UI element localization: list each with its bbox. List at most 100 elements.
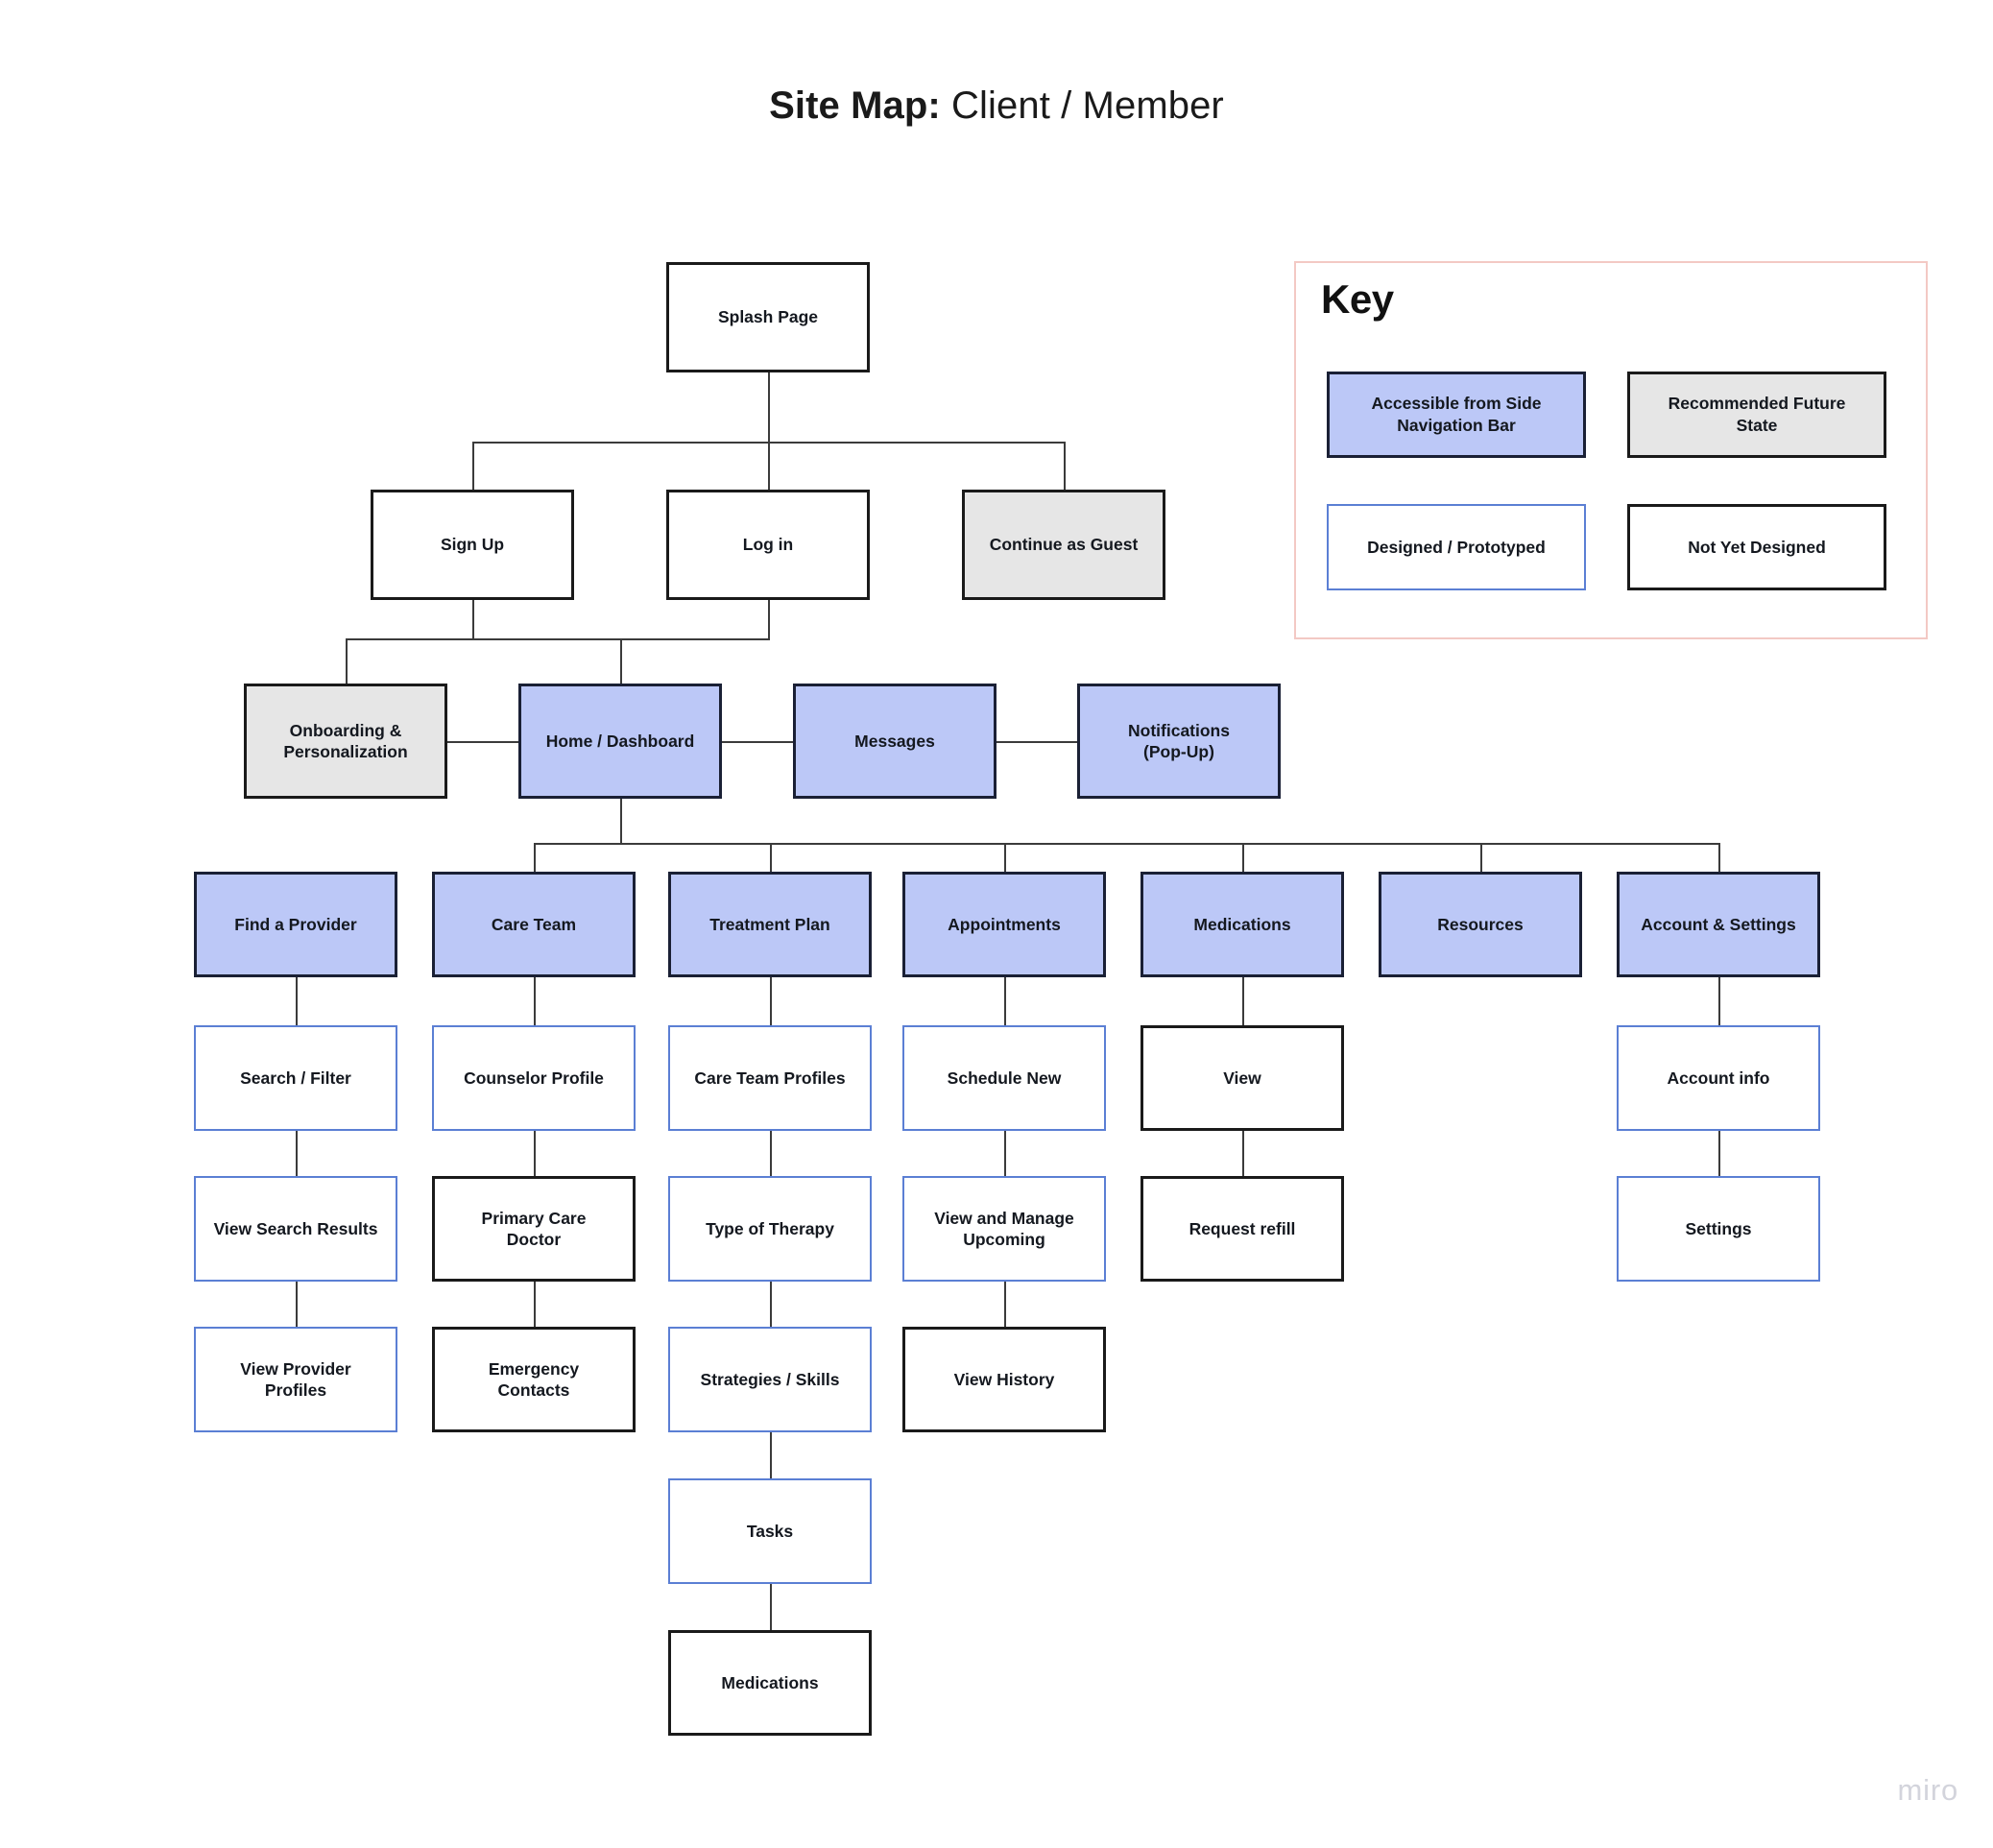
- node-resources[interactable]: Resources: [1379, 872, 1582, 977]
- node-label: Sign Up: [440, 535, 505, 555]
- connector-to-careteam: [534, 843, 536, 872]
- node-label: Type of Therapy: [706, 1218, 834, 1238]
- node-label: Tasks: [746, 1521, 794, 1541]
- connector-pcd-emergency: [534, 1282, 536, 1327]
- connector-merge-drop: [620, 638, 622, 684]
- node-label: Notifications (Pop-Up): [1128, 720, 1230, 761]
- node-label: View and Manage Upcoming: [934, 1208, 1074, 1249]
- connector-strategies-tasks: [770, 1432, 772, 1478]
- node-notifications[interactable]: Notifications (Pop-Up): [1077, 684, 1281, 799]
- connector-upcoming-history: [1004, 1282, 1006, 1327]
- node-appointments[interactable]: Appointments: [902, 872, 1106, 977]
- node-label: Treatment Plan: [709, 914, 830, 934]
- node-therapy[interactable]: Type of Therapy: [668, 1176, 872, 1282]
- connector-meds-view: [1242, 977, 1244, 1025]
- node-pcd[interactable]: Primary Care Doctor: [432, 1176, 636, 1282]
- key-swatch-label: Accessible from Side Navigation Bar: [1371, 394, 1542, 435]
- node-schedule[interactable]: Schedule New: [902, 1025, 1106, 1131]
- node-label: View History: [953, 1369, 1055, 1389]
- key-swatch-label: Designed / Prototyped: [1367, 537, 1546, 557]
- node-label: Appointments: [948, 914, 1061, 934]
- connector-nav-bus: [534, 843, 1718, 845]
- node-label: Log in: [742, 535, 794, 555]
- connector-search-results: [296, 1131, 298, 1176]
- connector-view-refill: [1242, 1131, 1244, 1176]
- key-swatch-0: Accessible from Side Navigation Bar: [1327, 372, 1586, 458]
- connector-appt-schedule: [1004, 977, 1006, 1025]
- node-label: Care Team Profiles: [694, 1068, 846, 1088]
- node-label: Onboarding & Personalization: [283, 720, 408, 761]
- node-medview[interactable]: View: [1141, 1025, 1344, 1131]
- node-settings[interactable]: Settings: [1617, 1176, 1820, 1282]
- connector-account-info: [1718, 977, 1720, 1025]
- node-strategies[interactable]: Strategies / Skills: [668, 1327, 872, 1432]
- key-heading: Key: [1321, 276, 1394, 322]
- connector-to-signup: [472, 442, 474, 490]
- node-label: View Provider Profiles: [240, 1358, 351, 1400]
- connector-to-appointments: [1004, 843, 1006, 872]
- page-title: Site Map: Client / Member: [0, 84, 1993, 128]
- node-label: View: [1223, 1068, 1261, 1088]
- connector-messages-notif: [996, 741, 1077, 743]
- connector-to-login: [768, 442, 770, 490]
- node-counselor[interactable]: Counselor Profile: [432, 1025, 636, 1131]
- connector-to-account: [1718, 843, 1720, 872]
- node-label: Request refill: [1189, 1218, 1296, 1238]
- node-label: Home / Dashboard: [545, 731, 695, 751]
- node-label: Care Team: [491, 914, 577, 934]
- node-splash[interactable]: Splash Page: [666, 262, 870, 372]
- connector-signup-stem: [472, 600, 474, 638]
- key-swatch-3: Not Yet Designed: [1627, 504, 1886, 590]
- node-home[interactable]: Home / Dashboard: [518, 684, 722, 799]
- node-provider[interactable]: Find a Provider: [194, 872, 397, 977]
- node-onboarding[interactable]: Onboarding & Personalization: [244, 684, 447, 799]
- node-search[interactable]: Search / Filter: [194, 1025, 397, 1131]
- connector-provider-search: [296, 977, 298, 1025]
- connector-onboard-bus: [346, 638, 622, 640]
- connector-to-medications: [1242, 843, 1244, 872]
- connector-info-settings: [1718, 1131, 1720, 1176]
- key-swatch-label: Not Yet Designed: [1688, 537, 1826, 557]
- node-meds2[interactable]: Medications: [668, 1630, 872, 1736]
- node-label: Messages: [854, 731, 935, 751]
- connector-results-profiles: [296, 1282, 298, 1327]
- node-label: Resources: [1437, 914, 1524, 934]
- key-swatch-1: Recommended Future State: [1627, 372, 1886, 458]
- node-tasks[interactable]: Tasks: [668, 1478, 872, 1584]
- connector-home-stem: [620, 799, 622, 843]
- connector-to-guest: [1064, 442, 1066, 490]
- node-upcoming[interactable]: View and Manage Upcoming: [902, 1176, 1106, 1282]
- node-label: Search / Filter: [240, 1068, 351, 1088]
- connector-home-messages: [722, 741, 793, 743]
- connector-therapy-strategies: [770, 1282, 772, 1327]
- node-emergency[interactable]: Emergency Contacts: [432, 1327, 636, 1432]
- node-signup[interactable]: Sign Up: [371, 490, 574, 600]
- node-account[interactable]: Account & Settings: [1617, 872, 1820, 977]
- node-results[interactable]: View Search Results: [194, 1176, 397, 1282]
- node-label: Continue as Guest: [989, 535, 1139, 555]
- node-label: Counselor Profile: [464, 1068, 604, 1088]
- node-messages[interactable]: Messages: [793, 684, 996, 799]
- node-careteam[interactable]: Care Team: [432, 872, 636, 977]
- node-label: Settings: [1685, 1218, 1752, 1238]
- node-label: Account info: [1667, 1068, 1770, 1088]
- page-title-prefix: Site Map:: [769, 84, 941, 127]
- connector-schedule-upcoming: [1004, 1131, 1006, 1176]
- node-label: Strategies / Skills: [700, 1369, 840, 1389]
- node-refill[interactable]: Request refill: [1141, 1176, 1344, 1282]
- connector-to-resources: [1480, 843, 1482, 872]
- connector-to-onboard: [346, 638, 348, 684]
- connector-counselor-pcd: [534, 1131, 536, 1176]
- node-treatment[interactable]: Treatment Plan: [668, 872, 872, 977]
- node-profiles[interactable]: View Provider Profiles: [194, 1327, 397, 1432]
- node-medications[interactable]: Medications: [1141, 872, 1344, 977]
- node-guest[interactable]: Continue as Guest: [962, 490, 1165, 600]
- connector-to-treatment: [770, 843, 772, 872]
- node-label: Account & Settings: [1641, 914, 1796, 934]
- node-acctinfo[interactable]: Account info: [1617, 1025, 1820, 1131]
- node-login[interactable]: Log in: [666, 490, 870, 600]
- node-ctprofiles[interactable]: Care Team Profiles: [668, 1025, 872, 1131]
- connector-ctprofiles-therapy: [770, 1131, 772, 1176]
- node-history[interactable]: View History: [902, 1327, 1106, 1432]
